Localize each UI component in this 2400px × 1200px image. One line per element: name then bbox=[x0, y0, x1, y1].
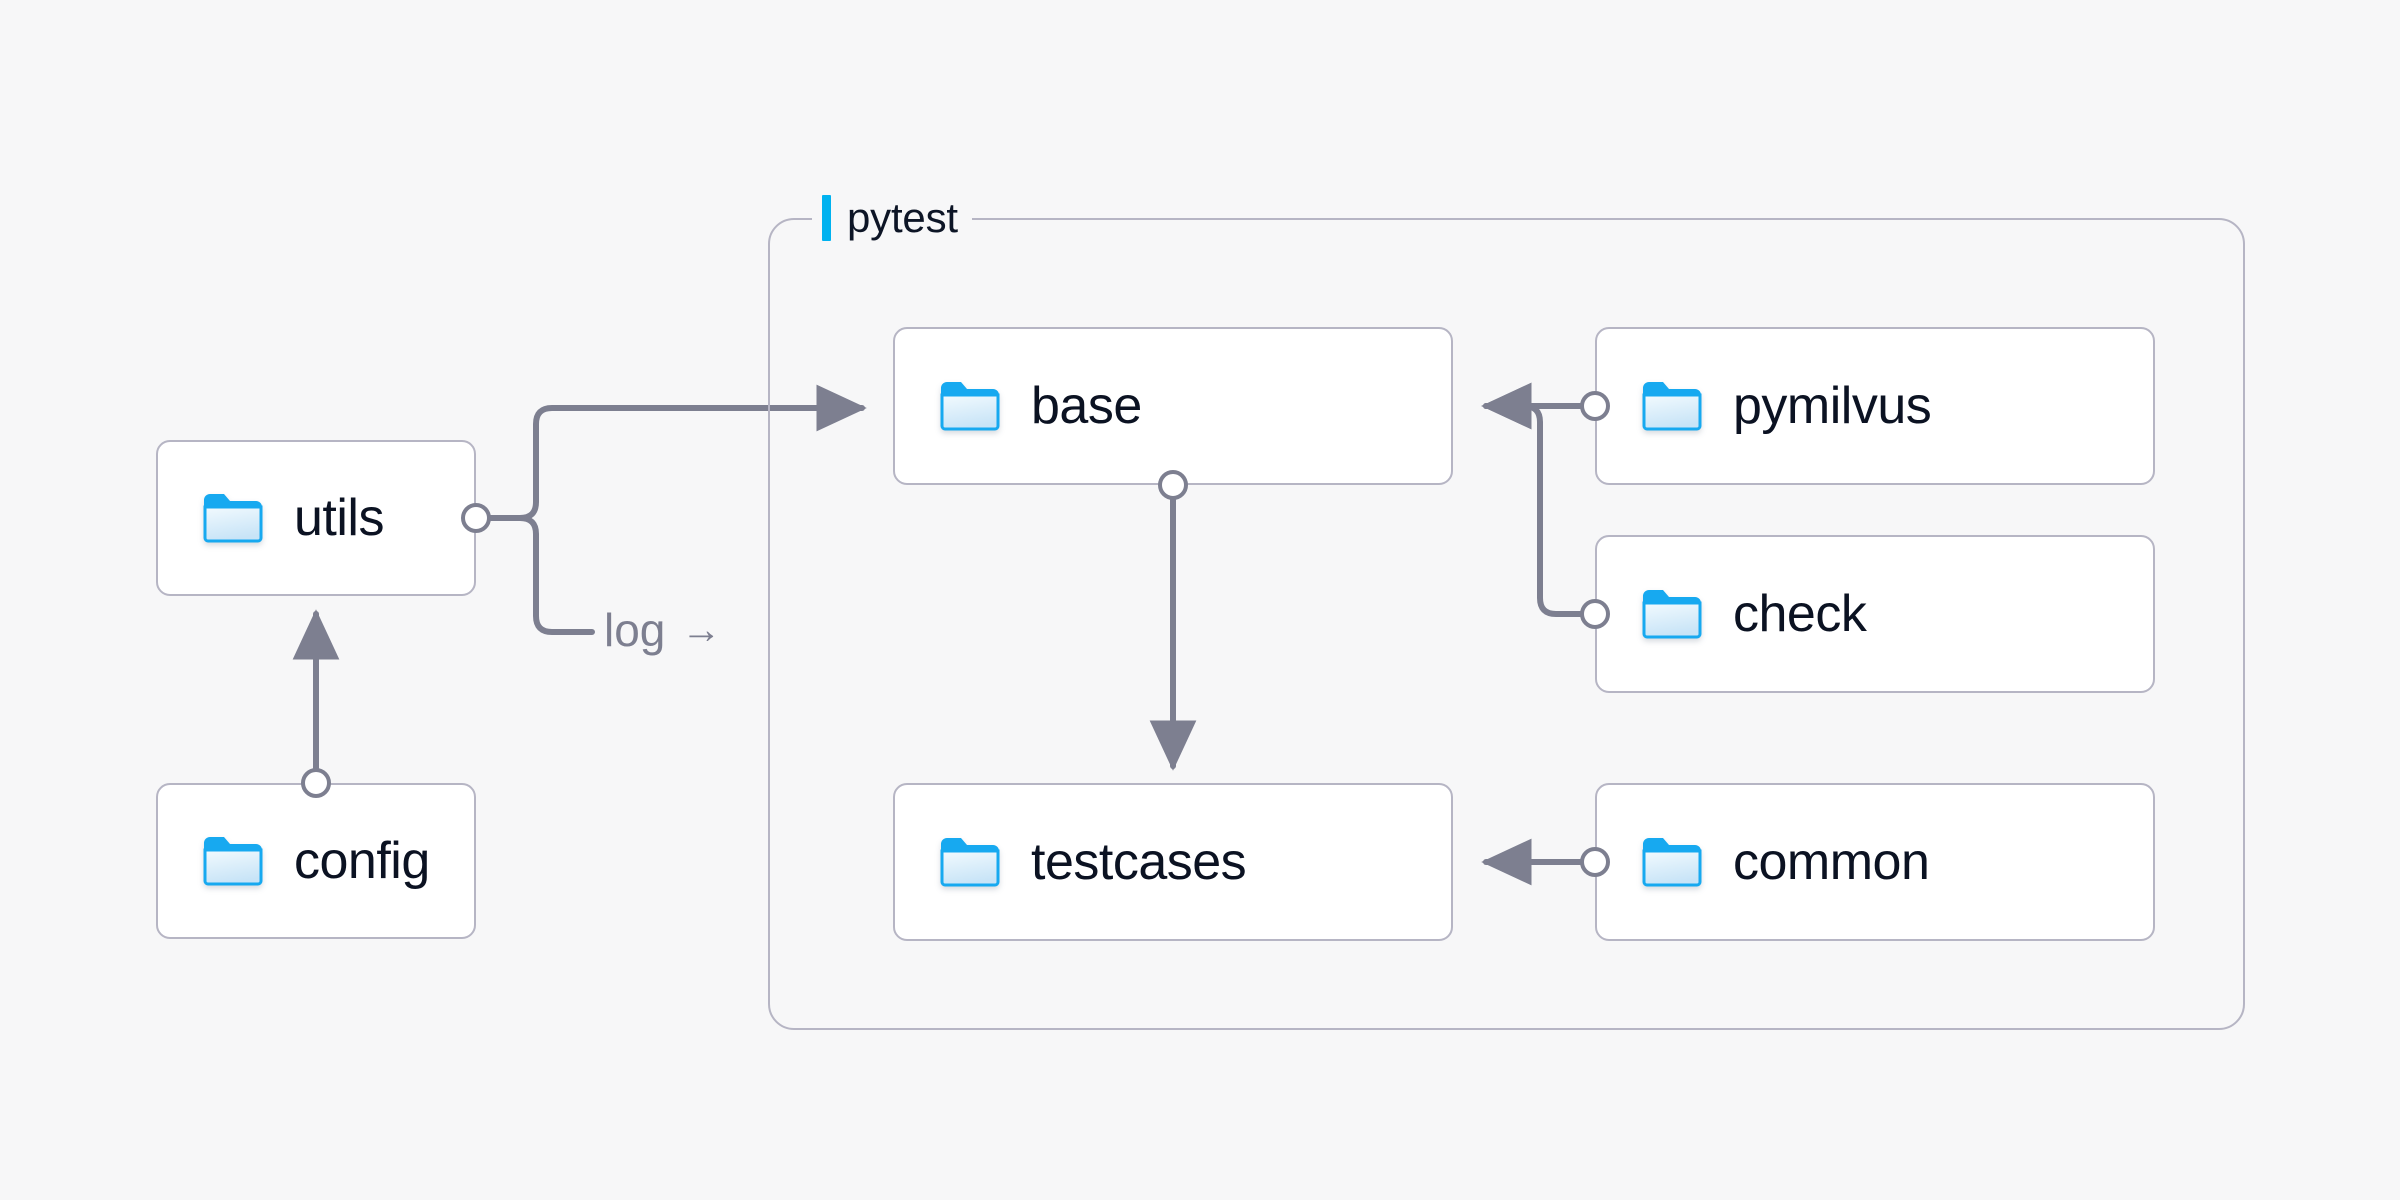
edge-label-log: log → bbox=[604, 607, 721, 653]
node-pymilvus[interactable]: pymilvus bbox=[1595, 327, 2155, 485]
port-utils-right[interactable] bbox=[461, 503, 491, 533]
pytest-group-label: pytest bbox=[812, 189, 972, 247]
node-label: common bbox=[1733, 833, 1930, 891]
node-label: config bbox=[294, 832, 430, 890]
node-testcases[interactable]: testcases bbox=[893, 783, 1453, 941]
node-label: base bbox=[1031, 377, 1142, 435]
folder-icon bbox=[939, 836, 1001, 888]
group-accent-bar bbox=[822, 195, 831, 241]
folder-icon bbox=[1641, 836, 1703, 888]
node-label: utils bbox=[294, 489, 384, 547]
node-base[interactable]: base bbox=[893, 327, 1453, 485]
node-label: testcases bbox=[1031, 833, 1247, 891]
port-check-left[interactable] bbox=[1580, 599, 1610, 629]
node-config[interactable]: config bbox=[156, 783, 476, 939]
port-common-left[interactable] bbox=[1580, 847, 1610, 877]
node-label: pymilvus bbox=[1733, 377, 1932, 435]
folder-icon bbox=[939, 380, 1001, 432]
group-label-text: pytest bbox=[847, 194, 958, 241]
folder-icon bbox=[202, 492, 264, 544]
folder-icon bbox=[202, 835, 264, 887]
folder-icon bbox=[1641, 588, 1703, 640]
port-pymilvus-left[interactable] bbox=[1580, 391, 1610, 421]
edge-label-log-text: log bbox=[604, 604, 666, 656]
edge-utils-to-log bbox=[488, 515, 595, 635]
node-label: check bbox=[1733, 585, 1867, 643]
node-utils[interactable]: utils bbox=[156, 440, 476, 596]
folder-icon bbox=[1641, 380, 1703, 432]
node-check[interactable]: check bbox=[1595, 535, 2155, 693]
node-common[interactable]: common bbox=[1595, 783, 2155, 941]
pytest-group-frame[interactable] bbox=[768, 218, 2245, 1030]
arrow-right-icon: → bbox=[681, 608, 722, 652]
port-config-top[interactable] bbox=[301, 768, 331, 798]
port-base-bottom[interactable] bbox=[1158, 470, 1188, 500]
